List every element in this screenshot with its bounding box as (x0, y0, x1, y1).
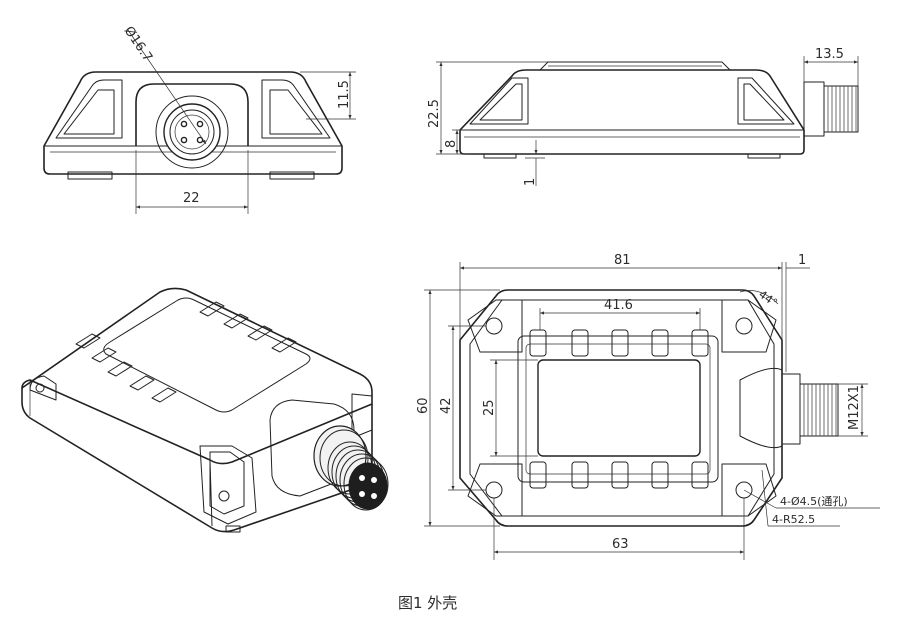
mount-hole (485, 481, 503, 499)
dim-length: 81 (614, 253, 631, 268)
side-connector-nut (803, 81, 825, 137)
rib-frame (517, 335, 719, 483)
foot (747, 153, 781, 159)
connector-pin (196, 120, 204, 128)
dim-inner-height: 25 (482, 399, 497, 416)
corner-ear (467, 299, 523, 353)
dim-total-height: 22.5 (427, 99, 442, 128)
corner-ear (467, 463, 523, 517)
iso-connector-housing (269, 399, 355, 497)
side-body-outline (459, 69, 805, 155)
dim-foot-gap: 1 (523, 178, 538, 186)
iso-connector-pin (371, 477, 377, 483)
thread-lines (827, 86, 857, 132)
dim-thread: M12X1 (847, 385, 862, 430)
label-window (537, 359, 701, 457)
iso-connector-face (348, 462, 388, 510)
isometric-view (21, 287, 389, 533)
connector-boss (135, 83, 249, 146)
side-connector-thread (823, 85, 859, 133)
connector-pin (180, 120, 188, 128)
corner-ear (721, 299, 777, 353)
connector-pin (180, 136, 188, 144)
figure-caption: 图1 外壳 (398, 594, 457, 612)
dim-offset: 1 (798, 253, 806, 268)
mount-hole (485, 317, 503, 335)
mount-hole (735, 317, 753, 335)
iso-connector-pin (371, 493, 377, 499)
corner-ear (721, 463, 777, 517)
note-radius: 4-R52.5 (772, 513, 815, 526)
dim-inner-length: 41.6 (604, 298, 633, 313)
foot (67, 171, 113, 180)
left-ear (55, 79, 123, 139)
dim-diameter: Ø16.7 (121, 24, 155, 65)
iso-top-panel (103, 297, 311, 413)
dim-hole-spacing: 63 (612, 537, 629, 552)
dim-connector-length: 13.5 (815, 47, 844, 62)
front-view: Ø16.7 11.5 22 (43, 24, 356, 214)
dim-height-mid: 42 (439, 397, 454, 414)
iso-connector-pin (359, 475, 365, 481)
top-body-outline (459, 289, 783, 527)
top-view: M12X1 81 1 44° 41.6 60 42 25 (416, 253, 880, 560)
iso-connector-pin (359, 491, 365, 497)
top-thread-lines (803, 384, 837, 436)
foot (269, 171, 315, 180)
note-holes: 4-Ø4.5(通孔) (780, 495, 848, 508)
connector-face (163, 103, 221, 161)
top-ribs (529, 329, 709, 489)
dim-base-height: 8 (444, 140, 459, 148)
foot (483, 153, 517, 159)
iso-front-ear (199, 445, 257, 525)
side-view: 13.5 22.5 8 1 (427, 47, 859, 186)
top-connector-thread (799, 383, 839, 437)
dim-width: 22 (183, 191, 200, 206)
dim-height-total: 60 (416, 397, 431, 414)
top-connector-housing (739, 367, 783, 449)
dim-height: 11.5 (337, 80, 352, 109)
right-ear (261, 79, 331, 139)
